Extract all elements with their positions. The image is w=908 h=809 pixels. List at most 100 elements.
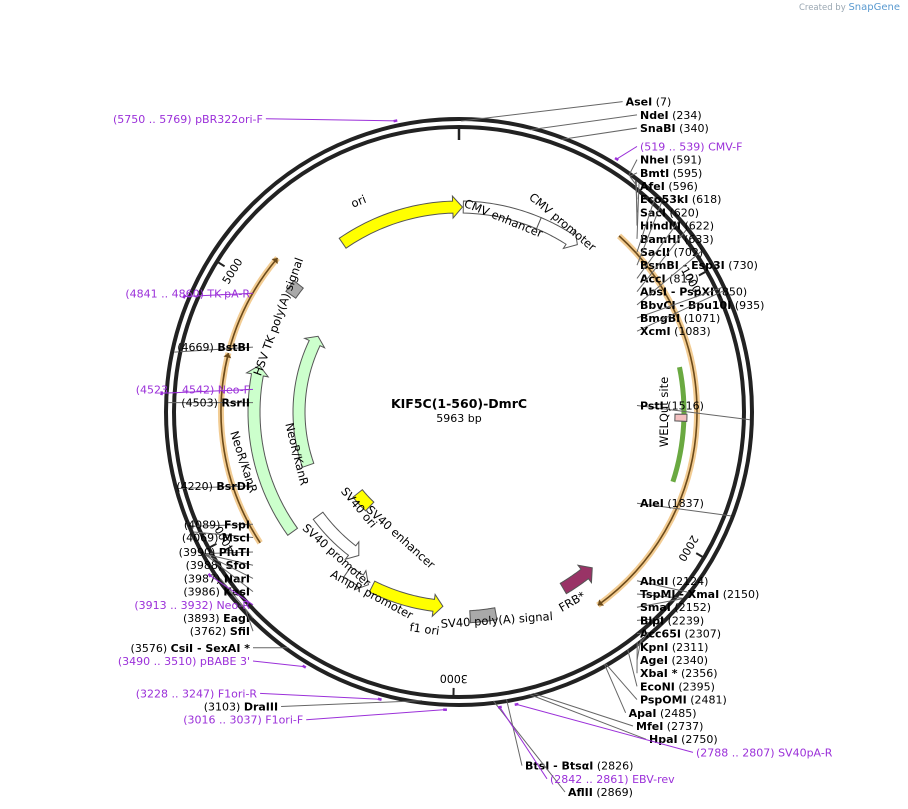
enzyme-name: HpaI [649,733,678,746]
center-title: KIF5C(1-560)-DmrC 5963 bp [391,396,527,425]
enzyme-name: FspI [224,518,250,531]
sv40-enhancer-label: SV40 enhancer [363,503,438,572]
site-leader [605,663,638,700]
enzyme-position: (2307) [684,628,721,641]
site-label: PspOMI (2481) [640,694,727,707]
enzyme-name: SacI [640,206,666,219]
enzyme-name: SmaI [640,601,671,614]
enzyme-name: AccI [640,272,666,285]
site-label: AfeI (596) [640,180,698,193]
site-leader [636,632,649,635]
cds-arc-tk [228,257,279,351]
site-leader [636,229,687,292]
enzyme-position: (3762) [190,625,227,638]
site-label: Acc65I (2307) [640,628,721,641]
primer-range: (3016 .. 3037) [183,714,262,727]
enzyme-name: EagI [223,612,250,625]
enzyme-name: Eco53kI [640,193,688,206]
site-label: HindIII (622) [640,220,714,233]
site-leader [603,663,627,713]
backbone-outer-circle [164,117,754,707]
site-leader [636,580,688,593]
enzyme-position: (2356) [681,667,718,680]
primer-name: TK-pA-R [206,287,250,300]
site-label: (3990) PluTI [179,546,250,559]
site-label: (3988) SfoI [186,559,250,572]
enzyme-position: (596) [668,180,698,193]
enzyme-name: KpnI [640,641,668,654]
enzyme-position: (2150) [723,588,760,601]
site-leader [636,250,702,306]
neor-kanr-outer-arrow [245,364,299,536]
primer-name: pBABE 3' [200,655,250,668]
enzyme-name: MfeI [636,720,663,733]
enzyme-name: XcmI [640,325,671,338]
site-label: KpnI (2311) [640,641,708,654]
enzyme-position: (730) [728,259,758,272]
enzyme-position: (1071) [684,312,721,325]
cds-arc-kif5c [597,235,698,606]
enzyme-name: AfeI [640,180,665,193]
primer-mark [377,697,382,701]
enzyme-name: DraIII [244,701,278,714]
primer-mark [207,572,212,578]
enzyme-position: (850) [718,286,748,299]
site-label: ApaI (2485) [629,707,697,720]
snapgene-logo: SnapGene [848,2,900,13]
site-leader [636,598,683,608]
enzyme-position: (2826) [597,760,634,773]
enzyme-name: NheI [640,154,669,167]
enzyme-position: (3576) [131,642,168,655]
site-leader [627,649,638,687]
primer-range: (3913 .. 3932) [134,599,213,612]
enzyme-name: MscI [222,532,250,545]
site-leader [636,633,649,648]
tick-mark [698,269,709,277]
primer-mark [514,702,519,706]
enzyme-position: (2750) [681,733,718,746]
primer-leader [499,706,548,780]
site-leader [461,101,623,122]
enzyme-position: (2869) [596,786,633,799]
enzyme-name: BamHI [640,233,681,246]
site-leader [628,159,638,176]
enzyme-position: (595) [673,167,703,180]
site-leader [204,551,254,555]
enzyme-name: ApaI [629,707,657,720]
site-label: Eco53kI (618) [640,193,721,206]
primer-label: (2842 .. 2861) EBV-rev [550,773,675,786]
site-leader [629,172,638,177]
enzyme-position: (4089) [184,518,221,531]
ori-label: ori [349,192,368,211]
site-label: XcmI (1083) [640,325,711,338]
primer-range: (3490 .. 3510) [118,655,197,668]
primer-leader [265,118,396,122]
enzyme-position: (2485) [660,707,697,720]
enzyme-position: (2340) [671,654,708,667]
primer-range: (519 .. 539) [640,140,705,153]
cmv-promoter-arrow [535,217,578,250]
enzyme-name: Acc65I [640,628,681,641]
cds-layer [218,233,700,608]
site-label: TspMI - XmaI (2150) [640,588,759,601]
site-label: EcoNI (2395) [640,680,715,693]
site-label: (4503) RsrII [181,397,250,410]
site-label: (4089) FspI [184,518,250,531]
site-leader [174,346,254,353]
primer-label: (3913 .. 3932) Neo-R [134,599,250,612]
plasmid-size: 5963 bp [436,412,481,425]
site-label: (4220) BsrDI [176,480,250,493]
primer-label: (3490 .. 3510) pBABE 3' [118,655,250,668]
enzyme-position: (4069) [182,532,219,545]
welqut-site-arrow [674,413,688,422]
enzyme-position: (702) [674,246,704,259]
site-layer: AseI (7)NdeI (234)SnaBI (340)NheI (591)B… [131,96,765,799]
site-label: AflII (2869) [568,786,633,799]
enzyme-name: PstI [640,400,664,413]
enzyme-position: (340) [679,122,709,135]
primer-range: (3228 .. 3247) [136,687,215,700]
enzyme-position: (4503) [181,397,218,410]
primer-label: (5750 .. 5769) pBR322ori-F [113,113,263,126]
primer-range: (5750 .. 5769) [113,113,192,126]
primer-mark [393,119,398,123]
